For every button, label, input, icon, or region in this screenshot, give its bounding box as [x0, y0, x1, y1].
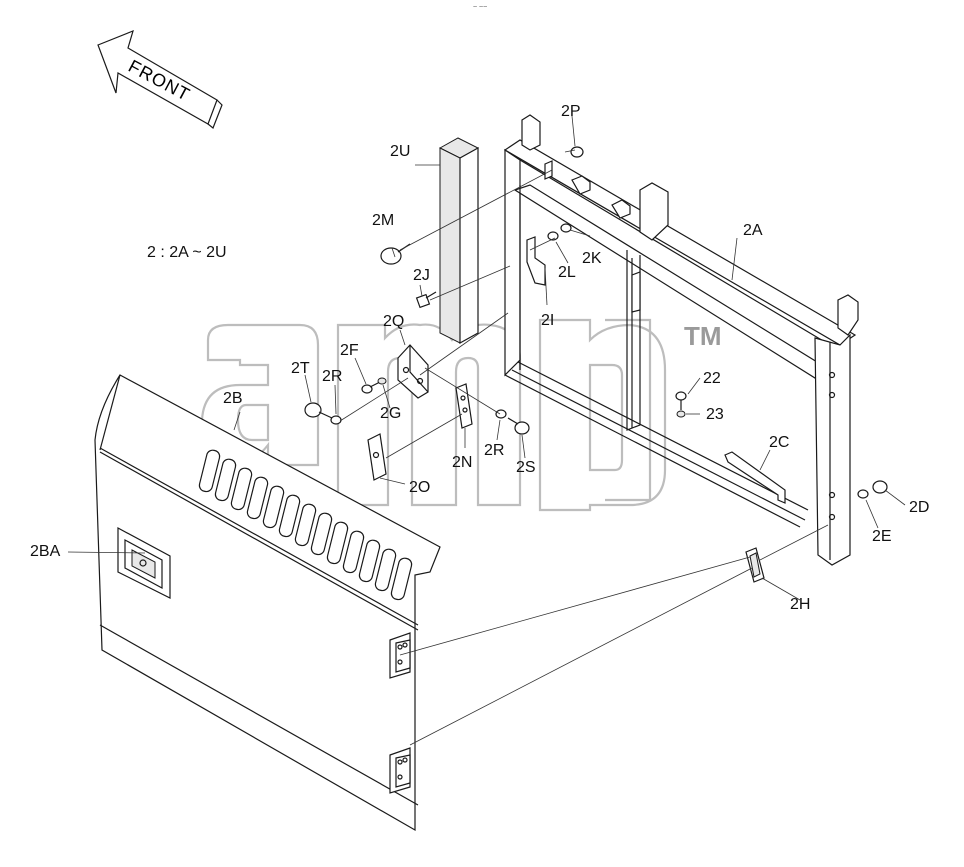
part-2U-post [438, 137, 480, 345]
part-2O-plate [367, 433, 387, 481]
callout-2BA: 2BA [30, 543, 61, 560]
fasteners [304, 146, 888, 499]
part-2L-washer [547, 231, 559, 241]
callout-2A: 2A [743, 222, 763, 239]
callout-2U: 2U [390, 143, 411, 160]
part-2B-door-panel [94, 374, 441, 832]
part-2R-washer-left [330, 415, 342, 425]
trademark-mark: TM [684, 321, 722, 351]
part-2M-grommet [380, 247, 402, 265]
callout-2T: 2T [291, 360, 310, 377]
callout-22: 22 [703, 370, 721, 387]
door-hinges [389, 632, 411, 794]
part-2G-washer [377, 377, 387, 385]
callout-2R-left: 2R [322, 368, 343, 385]
callout-2N: 2N [452, 454, 473, 471]
callout-2P: 2P [561, 103, 581, 120]
part-2A-frame [503, 114, 859, 566]
part-2F-bolt [361, 384, 373, 394]
callout-2O: 2O [409, 479, 431, 496]
callout-2M: 2M [372, 212, 395, 229]
part-2BA-handle [117, 526, 171, 599]
part-2H-plate [745, 547, 765, 583]
part-2Q-bracket [397, 344, 429, 399]
callout-2B: 2B [223, 390, 243, 407]
callout-2C: 2C [769, 434, 790, 451]
callout-23: 23 [706, 406, 724, 423]
part-2S-bolt [514, 421, 530, 435]
top-marks: ~ ~~ [473, 4, 487, 11]
callout-2G: 2G [380, 405, 402, 422]
callout-2R-right: 2R [484, 442, 505, 459]
callout-2D: 2D [909, 499, 930, 516]
part-2R-washer-right [495, 409, 507, 419]
front-direction-arrow: FRONT [97, 29, 223, 129]
part-2D-nut [872, 480, 888, 494]
part-2T-bolt [304, 402, 322, 418]
callout-2S: 2S [516, 459, 536, 476]
callout-2F: 2F [340, 342, 359, 359]
part-2E-washer [857, 489, 869, 499]
part-22-bolt [675, 391, 687, 401]
callout-2K: 2K [582, 250, 602, 267]
part-2K-nut [560, 223, 572, 233]
part-2N-plate [455, 383, 473, 429]
leader-lines [67, 115, 906, 746]
part-2P-nut [570, 146, 584, 158]
callout-2E: 2E [872, 528, 892, 545]
group-note: 2 : 2A ~ 2U [147, 244, 227, 261]
callout-2H: 2H [790, 596, 811, 613]
callout-2I: 2I [541, 312, 555, 329]
callout-2J: 2J [413, 267, 430, 284]
callout-2L: 2L [558, 264, 576, 281]
callout-2Q: 2Q [383, 313, 405, 330]
part-23-washer [676, 410, 686, 418]
door-vent-slots [198, 449, 413, 601]
